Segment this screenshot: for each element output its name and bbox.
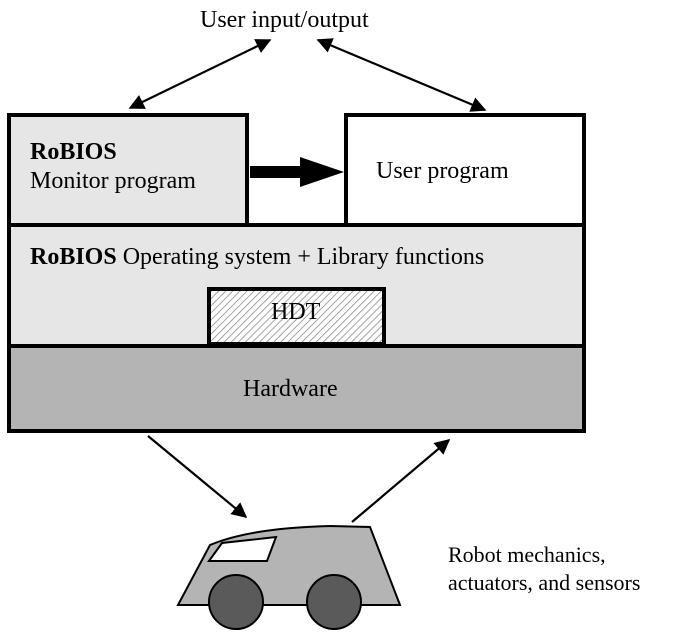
monitor-program-label: Monitor program [30, 168, 196, 194]
io-arrow-right [316, 38, 487, 112]
monitor-program-box: RoBIOS Monitor program [7, 113, 249, 227]
hardware-to-robot-arrow [147, 435, 248, 518]
os-functions-label: Operating system + Library functions [122, 244, 485, 270]
robot-caption-line1: Robot mechanics, [448, 542, 606, 567]
user-io-label: User input/output [200, 7, 369, 33]
hardware-label: Hardware [243, 376, 338, 402]
robot-caption-line2: actuators, and sensors [448, 570, 641, 595]
monitor-robios-label: RoBIOS [30, 139, 117, 165]
hdt-label: HDT [271, 299, 321, 325]
os-robios-label: RoBIOS [30, 244, 117, 270]
hdt-box [207, 287, 386, 346]
io-arrow-left [128, 39, 272, 109]
hardware-layer [7, 344, 586, 433]
user-program-label: User program [376, 158, 509, 184]
os-layer-label: RoBIOS Operating system + Library functi… [30, 243, 484, 271]
robot-to-hardware-arrow [351, 439, 451, 523]
user-program-box: User program [344, 113, 586, 227]
monitor-to-user-arrowhead [300, 157, 344, 187]
robot-car-icon [176, 524, 402, 630]
